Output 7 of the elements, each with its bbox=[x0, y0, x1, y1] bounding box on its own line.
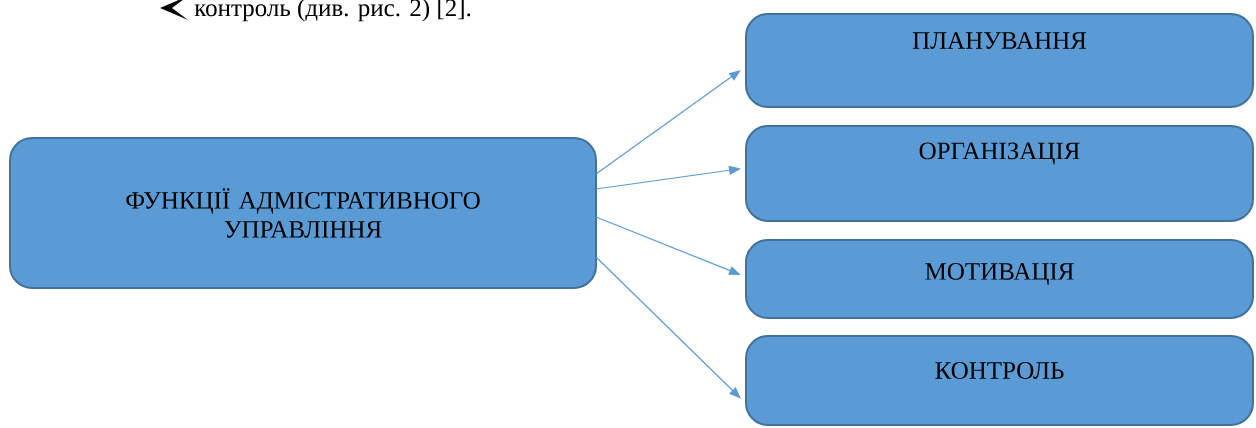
process-box: ПЛАНУВАННЯ bbox=[745, 13, 1254, 108]
process-box: МОТИВАЦІЯ bbox=[745, 239, 1254, 319]
process-box: ФУНКЦІЇ АДМІСТРАТИВНОГО УПРАВЛІННЯ bbox=[9, 137, 597, 289]
arrow bbox=[595, 70, 741, 175]
process-box: ОРГАНІЗАЦІЯ bbox=[745, 125, 1254, 222]
arrow bbox=[595, 256, 741, 399]
process-box: КОНТРОЛЬ bbox=[745, 335, 1254, 426]
